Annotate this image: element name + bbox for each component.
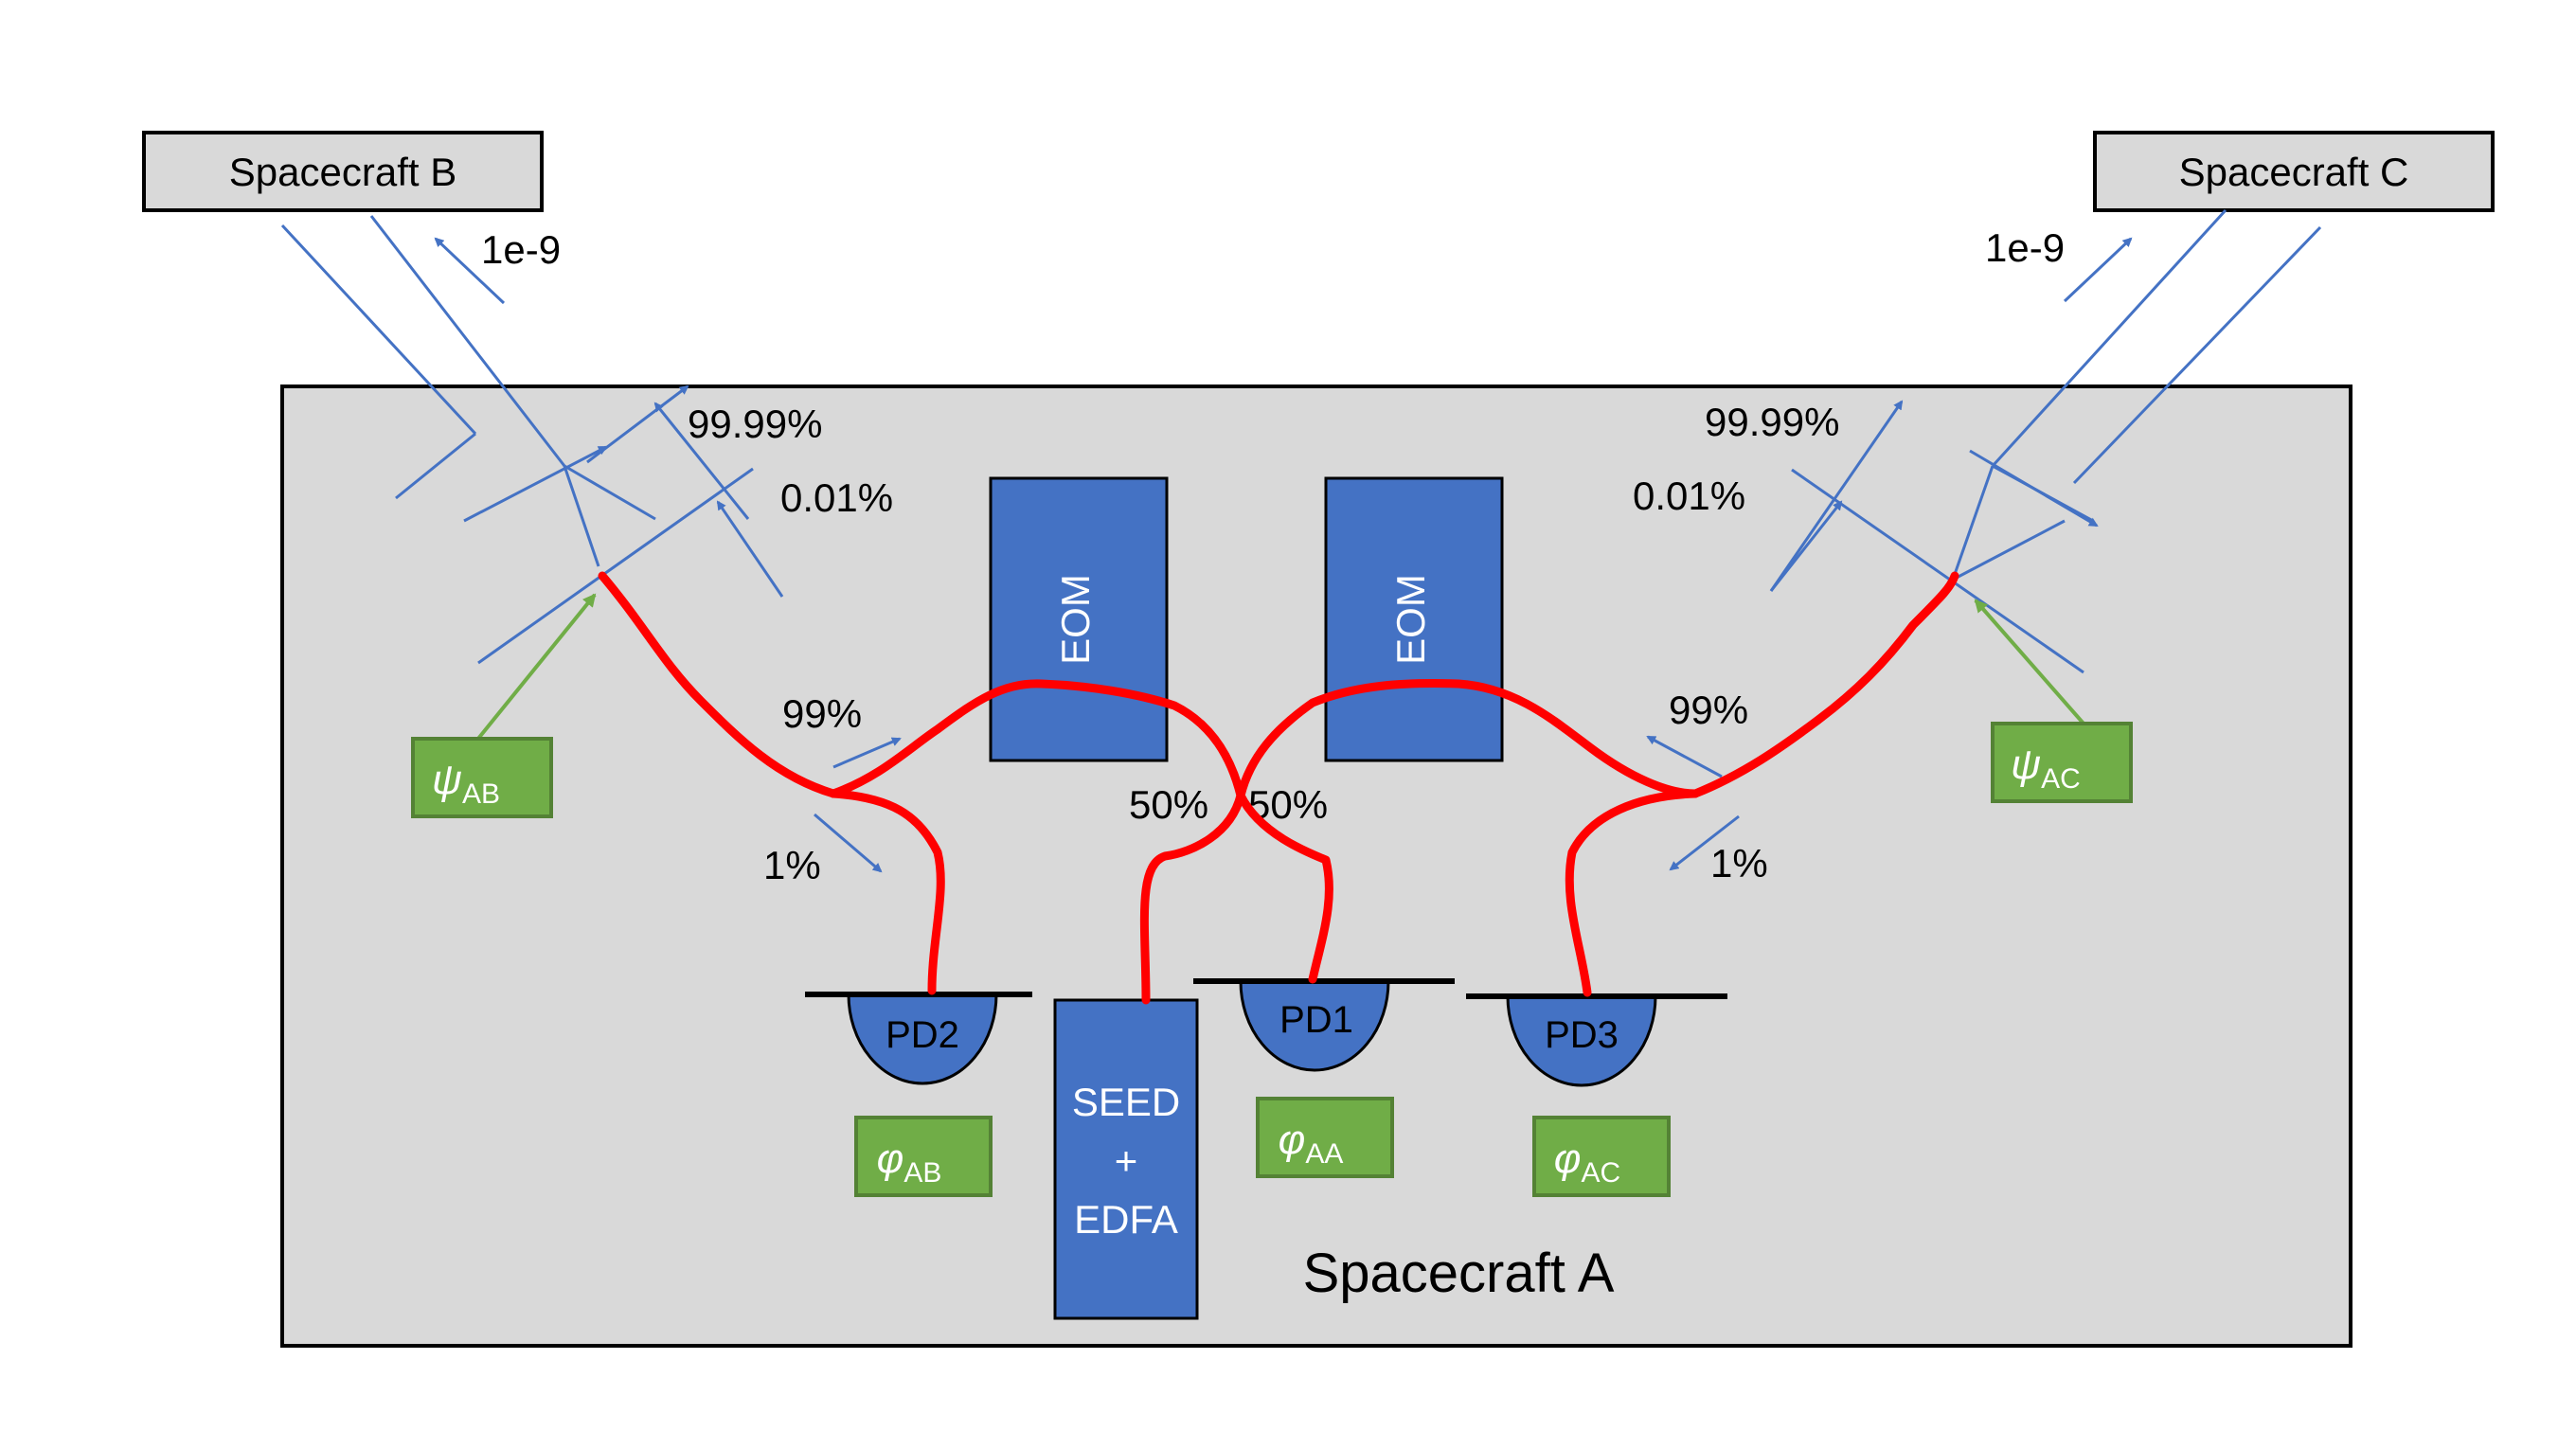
pd3-label: PD3 (1545, 1014, 1619, 1056)
spacecraft-a-panel (280, 385, 2352, 1348)
seed-edfa-block (1053, 998, 1199, 1320)
eom-left-label: EOM (1053, 574, 1098, 665)
svg-text:ψAB: ψAB (432, 757, 500, 810)
spacecraft-b-label: Spacecraft B (229, 150, 456, 194)
phi-ac-sub: AC (1582, 1157, 1621, 1189)
pd3-photodiode: PD3 (1466, 993, 1727, 1087)
eom-left (989, 476, 1169, 762)
label-left-reflect: 99.99% (688, 402, 822, 446)
svg-text:φAB: φAB (877, 1136, 942, 1189)
spacecraft-c-box (2093, 131, 2495, 212)
phi-aa-sub: AA (1305, 1138, 1343, 1170)
svg-text:φAC: φAC (1554, 1136, 1620, 1189)
label-split-left: 50% (1129, 782, 1208, 827)
label-right-reflect: 99.99% (1705, 400, 1839, 444)
left-beam-optics (280, 215, 902, 873)
pd2-label: PD2 (886, 1014, 959, 1056)
svg-text:ψAC: ψAC (2011, 742, 2081, 795)
psi-ac-symbol: ψ (2011, 742, 2041, 788)
phi-aa-symbol: φ (1279, 1117, 1306, 1163)
psi-ac-sub: AC (2041, 763, 2081, 795)
label-left-1: 1% (763, 843, 821, 887)
phi-ab-sub: AB (903, 1157, 941, 1189)
label-right-99: 99% (1669, 688, 1748, 732)
phi-ac-box: φAC (1532, 1116, 1671, 1197)
psi-ab-sub: AB (462, 778, 500, 810)
psi-ab-box: ψAB (411, 593, 597, 818)
seed-line2: + (1115, 1138, 1138, 1183)
pd1-photodiode: PD1 (1193, 978, 1455, 1072)
pd1-label: PD1 (1279, 999, 1353, 1041)
spacecraft-c-label: Spacecraft C (2179, 150, 2409, 194)
right-beam-optics (1646, 208, 2322, 871)
seed-line3: EDFA (1074, 1197, 1178, 1242)
psi-ac-box: ψAC (1974, 599, 2133, 803)
eom-right (1324, 476, 1504, 762)
psi-ab-symbol: ψ (432, 757, 462, 803)
label-c-1e9: 1e-9 (1985, 225, 2065, 270)
phi-aa-box: φAA (1256, 1097, 1394, 1178)
pd2-photodiode: PD2 (805, 992, 1032, 1085)
phi-ab-box: φAB (854, 1116, 993, 1197)
label-left-99: 99% (782, 691, 862, 736)
label-left-transmit: 0.01% (780, 475, 893, 520)
fiber-paths (598, 571, 1959, 1005)
spacecraft-a-label: Spacecraft A (1303, 1243, 1615, 1304)
svg-text:φAA: φAA (1279, 1117, 1344, 1170)
eom-right-label: EOM (1388, 574, 1433, 665)
spacecraft-b-box (142, 131, 544, 212)
label-right-transmit: 0.01% (1633, 474, 1745, 518)
seed-line1: SEED (1072, 1080, 1180, 1124)
phi-ac-symbol: φ (1554, 1136, 1582, 1182)
label-b-1e9: 1e-9 (481, 227, 561, 272)
phi-ab-symbol: φ (877, 1136, 904, 1182)
label-right-1: 1% (1710, 841, 1768, 886)
